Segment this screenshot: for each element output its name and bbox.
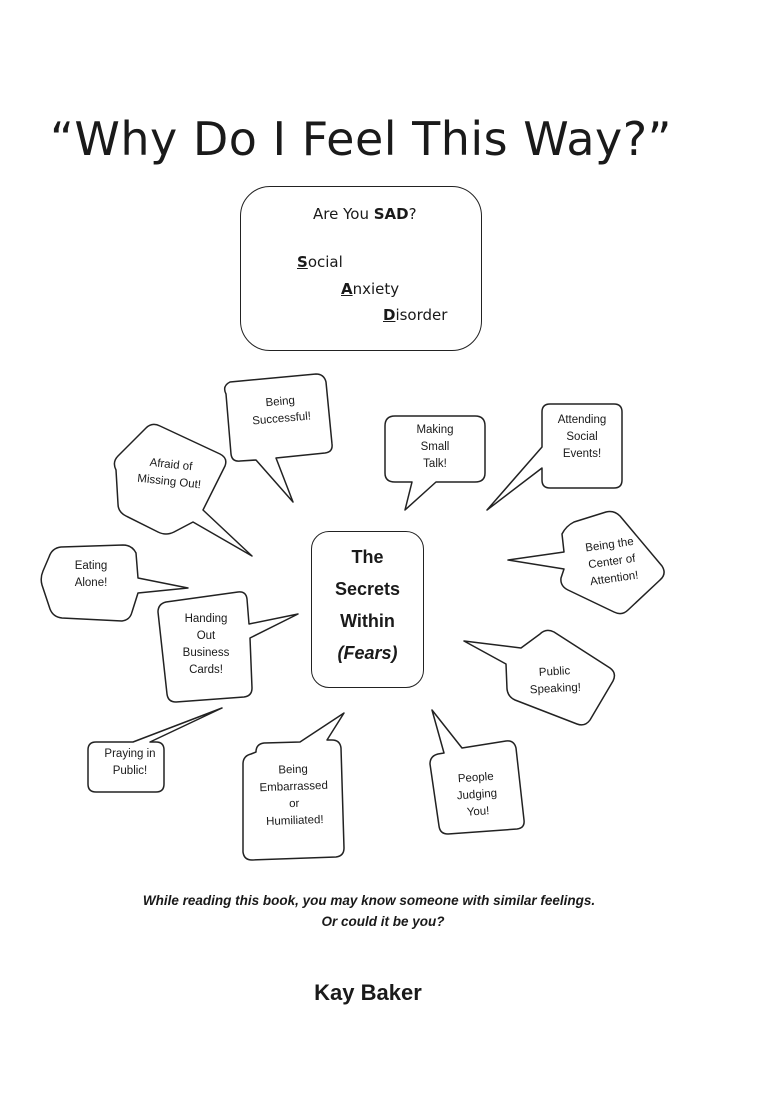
bubble-attending-social-events-text: Attending Social Events! — [557, 414, 607, 460]
sad-question-suffix: ? — [408, 205, 417, 223]
sad-initial-s: S — [297, 253, 308, 271]
bubble-handing-out-cards-text: Handing Out Business Cards! — [182, 613, 230, 676]
book-title: “Why Do I Feel This Way?” — [0, 112, 766, 166]
sad-word-anxiety: Anxiety — [341, 280, 399, 298]
sad-word-rest: nxiety — [352, 280, 400, 298]
sad-word-rest: isorder — [395, 306, 448, 324]
sad-box: Are You SAD? Social Anxiety Disorder — [240, 186, 482, 351]
center-line: The — [351, 547, 384, 567]
sad-question-bold: SAD — [373, 205, 409, 223]
author-name: Kay Baker — [0, 980, 766, 1006]
tagline: While reading this book, you may know so… — [0, 890, 766, 932]
bubble-people-judging — [429, 709, 525, 835]
bubble-handing-out-cards — [157, 591, 299, 703]
bubble-people-judging-text: People Judging You! — [456, 770, 498, 819]
sad-word-social: Social — [297, 253, 343, 271]
sad-initial-d: D — [383, 306, 396, 324]
center-box: The Secrets Within (Fears) — [311, 531, 424, 688]
bubble-eating-alone — [40, 544, 189, 622]
sad-question: Are You SAD? — [313, 205, 417, 223]
tagline-line-1: While reading this book, you may know so… — [142, 893, 596, 908]
center-line: Secrets — [334, 579, 401, 599]
sad-word-rest: ocial — [307, 253, 343, 271]
bubble-making-small-talk-text: Making Small Talk! — [416, 424, 454, 470]
bubble-public-speaking — [463, 629, 616, 726]
sad-question-prefix: Are You — [313, 205, 374, 223]
bubble-being-center-attention — [507, 510, 665, 615]
bubble-praying-in-public-text: Praying in Public! — [104, 748, 156, 777]
bubble-eating-alone-text: Eating Alone! — [74, 560, 108, 589]
bubble-making-small-talk — [384, 415, 486, 511]
bubble-attending-social-events — [486, 403, 623, 511]
bubble-praying-in-public — [87, 707, 223, 793]
center-line: Within — [340, 611, 395, 631]
bubble-being-embarrassed — [242, 712, 345, 861]
sad-word-disorder: Disorder — [383, 306, 447, 324]
bubble-being-successful — [223, 373, 333, 503]
center-line-fears: (Fears) — [337, 643, 398, 663]
sad-initial-a: A — [341, 280, 353, 298]
tagline-line-2: Or could it be you? — [321, 914, 445, 929]
bubble-public-speaking-text: Public Speaking! — [529, 665, 582, 697]
bubble-being-embarrassed-text: Being Embarrassed or Humiliated! — [259, 763, 329, 828]
author-name-text: Kay Baker — [314, 980, 422, 1005]
book-title-text: “Why Do I Feel This Way?” — [50, 112, 672, 166]
bubble-afraid-missing-out — [113, 423, 253, 557]
